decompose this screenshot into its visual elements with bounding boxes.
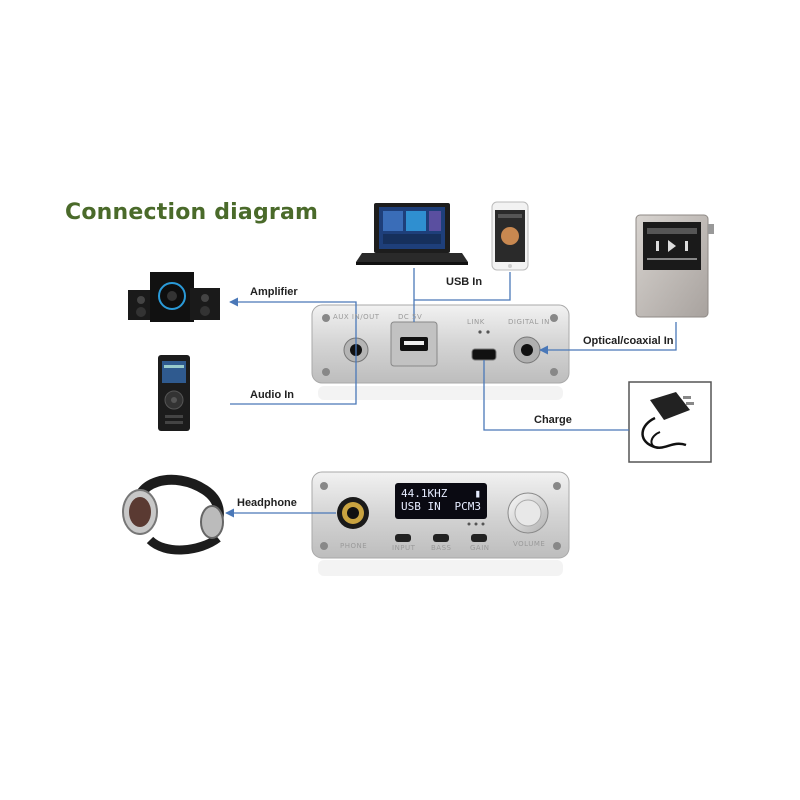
display-format: PCM3 bbox=[454, 500, 482, 513]
mp3-player-icon bbox=[158, 355, 190, 431]
power-adapter-icon bbox=[641, 392, 694, 449]
label-optical-coaxial-in: Optical/coaxial In bbox=[583, 335, 674, 347]
aux-port-label: AUX IN/OUT bbox=[333, 313, 380, 321]
display-input: USB IN bbox=[401, 500, 441, 513]
input-switch-label: INPUT bbox=[392, 544, 416, 552]
line-amplifier bbox=[229, 297, 357, 350]
display-sample-rate: 44.1KHZ bbox=[401, 487, 448, 500]
volume-knob-label: VOLUME bbox=[513, 540, 546, 548]
label-headphone: Headphone bbox=[237, 497, 297, 509]
line-optical bbox=[539, 322, 677, 355]
link-label: LINK bbox=[467, 318, 485, 326]
phone-label: PHONE bbox=[340, 542, 368, 550]
oled-display: 44.1KHZ ▮ USB IN PCM3 bbox=[395, 483, 487, 519]
label-audio-in: Audio In bbox=[250, 389, 294, 401]
gain-switch-label: GAIN bbox=[470, 544, 490, 552]
connector-lines bbox=[225, 268, 677, 518]
line-audio-in bbox=[230, 350, 357, 405]
line-charge bbox=[483, 360, 629, 431]
smartphone-icon bbox=[491, 201, 529, 271]
headphones-icon bbox=[122, 474, 224, 555]
label-usb-in: USB In bbox=[446, 276, 483, 288]
digital-in-port-label: DIGITAL IN bbox=[508, 318, 550, 326]
digital-audio-player-icon bbox=[635, 214, 714, 318]
dac-back-panel bbox=[311, 304, 570, 400]
speaker-system-icon bbox=[128, 272, 220, 322]
label-charge: Charge bbox=[534, 414, 572, 426]
diagram-title: Connection diagram bbox=[65, 200, 319, 225]
line-usb-phone bbox=[414, 272, 511, 301]
label-amplifier: Amplifier bbox=[250, 286, 298, 298]
battery-icon: ▮ bbox=[474, 487, 481, 500]
bass-switch-label: BASS bbox=[431, 544, 452, 552]
usb-port-label: DC 5V bbox=[398, 313, 423, 321]
laptop-icon bbox=[356, 203, 468, 265]
